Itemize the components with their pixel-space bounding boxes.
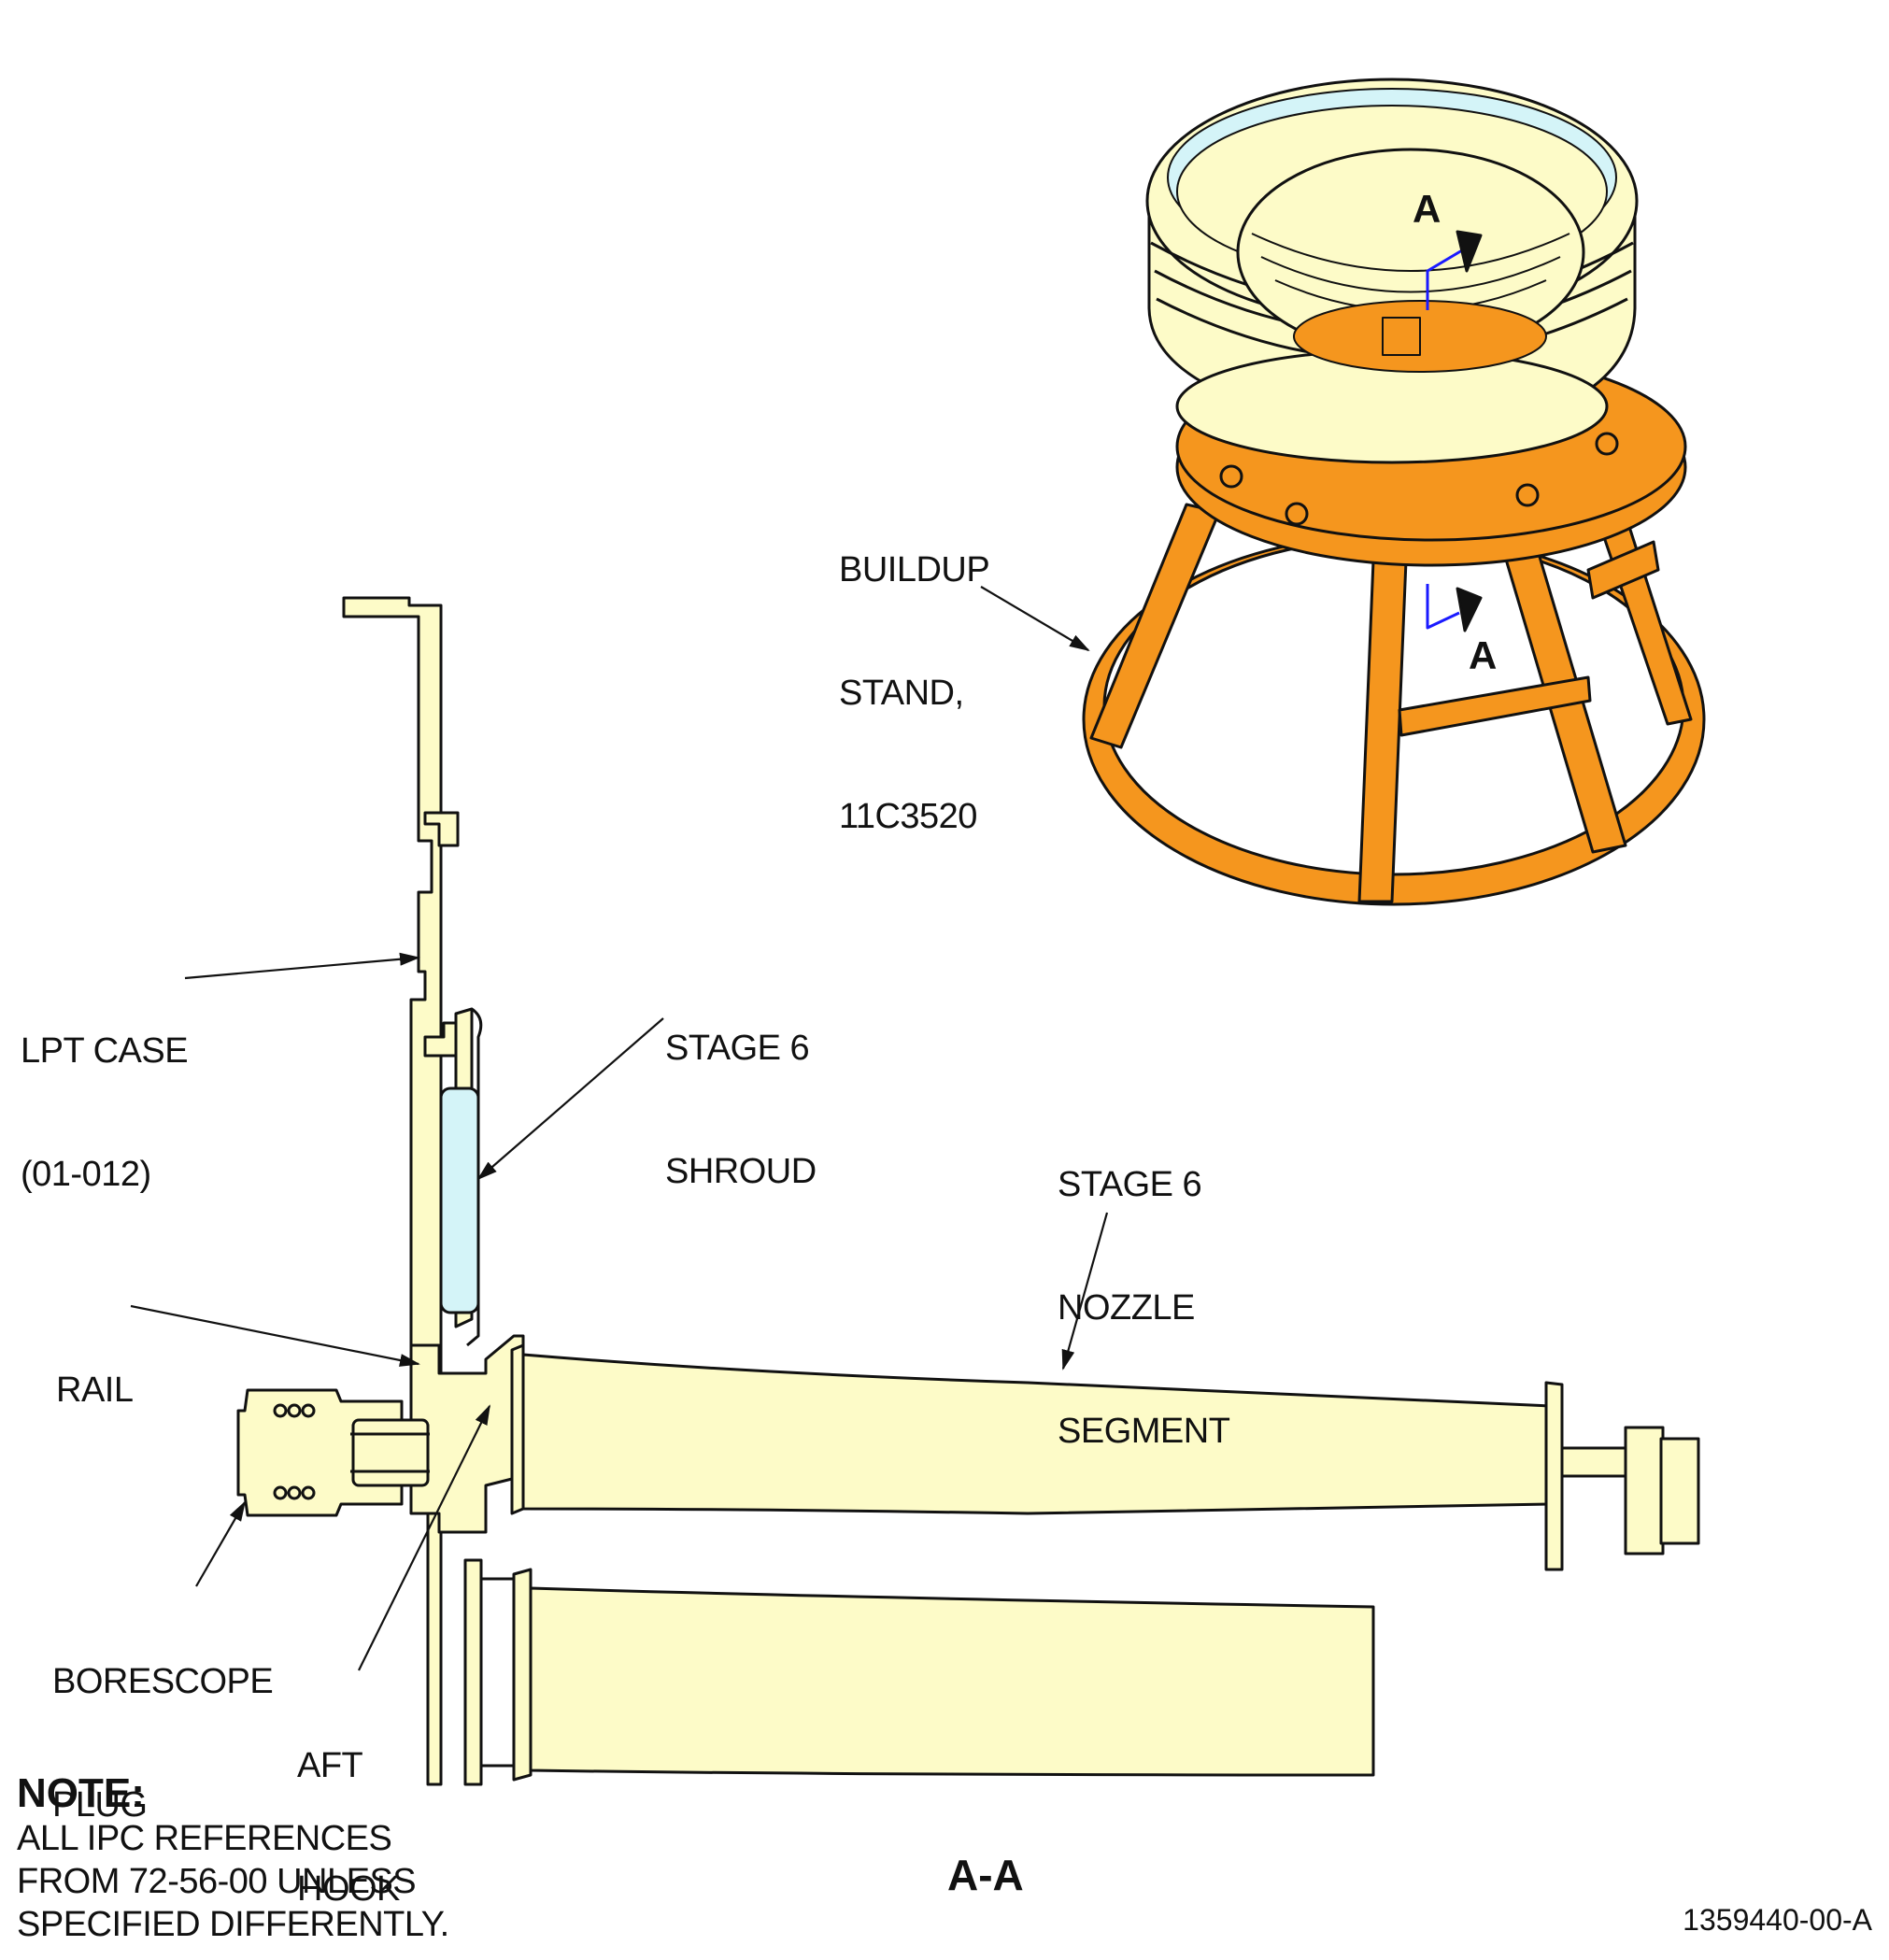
note-title: NOTE: bbox=[17, 1770, 145, 1816]
label-line: HOOK bbox=[297, 1869, 400, 1909]
lpt-case-wall bbox=[342, 596, 443, 1786]
rail-label: RAIL bbox=[56, 1287, 134, 1452]
note-body: ALL IPC REFERENCES FROM 72-56-00 UNLESS … bbox=[17, 1817, 449, 1946]
label-line: BORESCOPE bbox=[52, 1662, 274, 1701]
borescope-plug-shape bbox=[236, 1388, 430, 1517]
note-line: ALL IPC REFERENCES bbox=[17, 1819, 392, 1858]
aft-hook-label: AFT HOOK bbox=[297, 1663, 400, 1951]
label-line: AFT bbox=[297, 1746, 363, 1785]
buildup-stand-assembly bbox=[1082, 78, 1706, 906]
figure-number: 1359440-00-A bbox=[1683, 1903, 1872, 1937]
label-line: STAGE 6 bbox=[1058, 1165, 1202, 1204]
label-line: 11C3520 bbox=[839, 797, 977, 836]
buildup-stand-label: BUILDUP STAND, 11C3520 bbox=[839, 467, 990, 878]
stage6-shroud-label: STAGE 6 SHROUD bbox=[665, 945, 817, 1233]
lpt-module-body bbox=[1145, 78, 1639, 464]
label-line: (01-012) bbox=[21, 1155, 151, 1194]
lower-nozzle-airfoil bbox=[463, 1558, 1375, 1786]
label-line: SHROUD bbox=[665, 1152, 817, 1191]
label-line: STAND, bbox=[839, 674, 964, 713]
section-arrow-bottom bbox=[1456, 587, 1483, 632]
label-line: STAGE 6 bbox=[665, 1029, 810, 1068]
label-line: PLUG bbox=[52, 1785, 148, 1825]
note-line: FROM 72-56-00 UNLESS bbox=[17, 1862, 417, 1901]
label-line: BUILDUP bbox=[839, 550, 990, 589]
section-cut-line bbox=[1426, 249, 1463, 630]
section-mark-top: A bbox=[1413, 187, 1442, 231]
section-view-title: A-A bbox=[947, 1851, 1024, 1899]
stage6-nozzle-segment bbox=[510, 1343, 1700, 1571]
borescope-plug-label: BORESCOPE PLUG bbox=[52, 1579, 274, 1867]
stage6-nozzle-label: STAGE 6 NOZZLE SEGMENT bbox=[1058, 1082, 1230, 1493]
note-line: SPECIFIED DIFFERENTLY. bbox=[17, 1905, 449, 1944]
stage6-shroud bbox=[439, 1007, 483, 1347]
lpt-case-label: LPT CASE (01-012) bbox=[21, 948, 189, 1236]
label-line: RAIL bbox=[56, 1371, 134, 1410]
leader-lines bbox=[130, 586, 1109, 1671]
section-mark-bottom: A bbox=[1469, 633, 1498, 677]
section-view-aa bbox=[236, 596, 1700, 1786]
label-line: SEGMENT bbox=[1058, 1412, 1230, 1451]
section-arrow-top bbox=[1456, 230, 1483, 273]
label-line: NOZZLE bbox=[1058, 1288, 1195, 1328]
label-line: LPT CASE bbox=[21, 1031, 189, 1071]
